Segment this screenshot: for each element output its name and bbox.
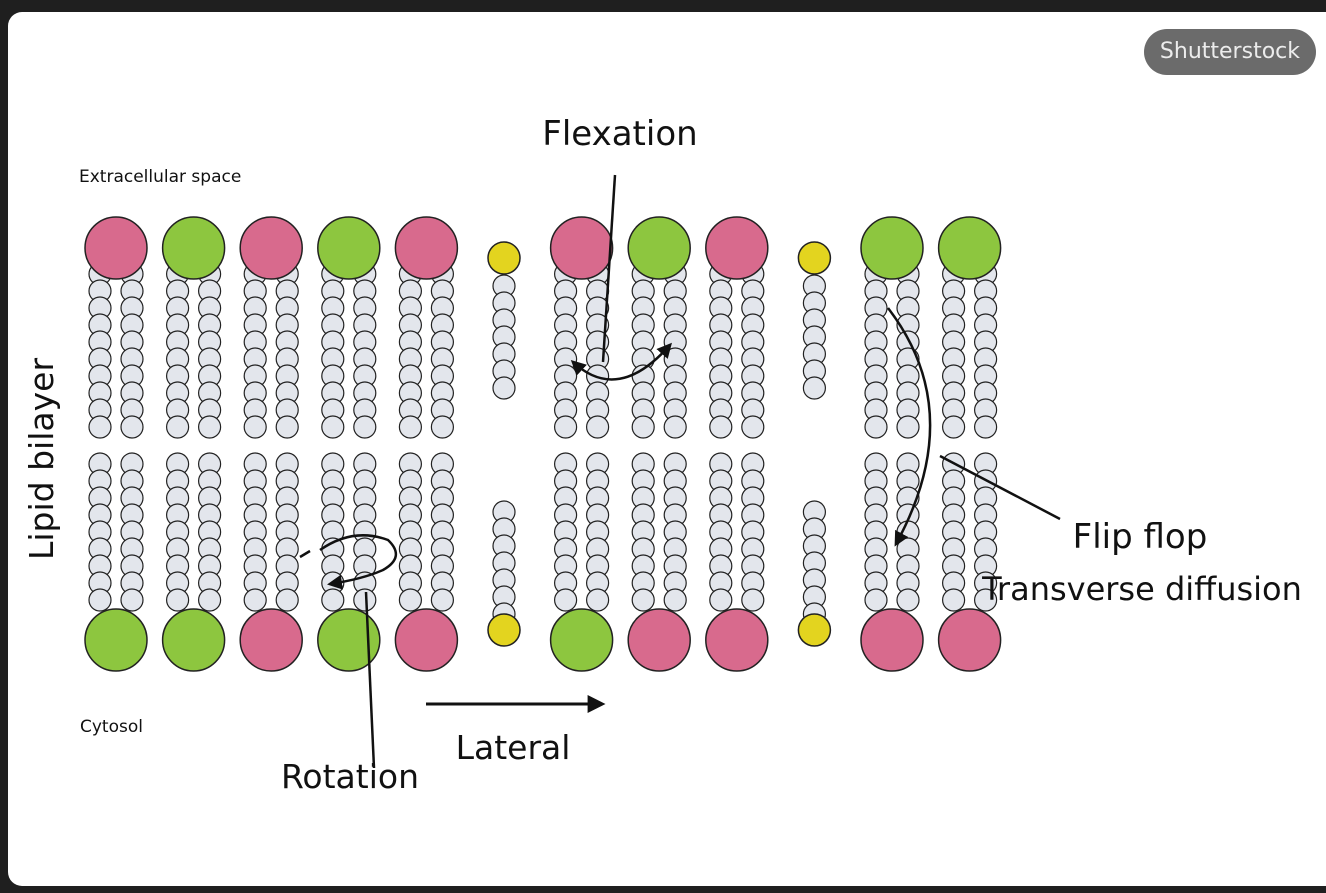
tail-segment <box>631 588 655 612</box>
tail-segment <box>120 415 144 439</box>
lipid-head-green <box>161 216 226 280</box>
rotation-label: Rotation <box>281 757 419 796</box>
lipid-head-pink <box>394 608 459 672</box>
tail-segment <box>321 588 345 612</box>
tail-segment <box>198 588 222 612</box>
tail-segment <box>353 415 377 439</box>
tail-segment <box>275 415 299 439</box>
tail-segment <box>398 415 422 439</box>
tail-segment <box>896 588 920 612</box>
tail-segment <box>492 376 516 400</box>
rotation-pointer-line <box>364 591 376 769</box>
tail-segment <box>243 588 267 612</box>
lipid-head-green <box>860 216 924 280</box>
tail-segment <box>709 415 733 439</box>
tail-segment <box>941 415 966 439</box>
tail-segment <box>709 588 733 612</box>
lipid-head-pink <box>705 216 769 280</box>
rotation-arrow <box>319 534 397 590</box>
lipid-tails <box>88 262 998 626</box>
flexation-pointer-line <box>601 174 617 363</box>
tail-segment <box>864 415 888 439</box>
lipid-head-green <box>627 216 691 280</box>
extracellular-label: Extracellular space <box>79 167 241 187</box>
lipid-head-yellow <box>487 241 521 275</box>
flexation-label: Flexation <box>542 114 697 154</box>
transverse-diffusion-label: Transverse diffusion <box>981 570 1302 608</box>
lipid-bilayer-diagram: Flexation Extracellular space Lipid bila… <box>22 114 1302 796</box>
cytosol-label: Cytosol <box>80 717 143 737</box>
flip-flop-pointer-line <box>939 454 1061 521</box>
lipid-head-pink <box>239 608 303 672</box>
tail-segment <box>741 588 765 612</box>
tail-segment <box>166 415 190 439</box>
tail-segment <box>553 415 578 439</box>
lipid-head-pink <box>549 216 614 280</box>
tail-segment <box>663 415 687 439</box>
lipid-head-green <box>937 216 1002 280</box>
lipid-head-yellow <box>797 613 832 647</box>
lipid-bilayer-label: Lipid bilayer <box>22 358 61 560</box>
lipid-head-pink <box>239 216 303 280</box>
tail-segment <box>631 415 655 439</box>
lipid-head-green <box>317 216 381 280</box>
tail-segment <box>88 415 112 439</box>
tail-segment <box>741 415 765 439</box>
tail-segment <box>802 376 827 400</box>
lipid-heads <box>84 216 1002 672</box>
lipid-head-pink <box>84 216 148 280</box>
tail-segment <box>321 415 345 439</box>
tail-segment <box>973 588 998 612</box>
rotation-arrow-tail <box>299 549 311 559</box>
lipid-head-yellow <box>797 241 832 275</box>
tail-segment <box>941 588 966 612</box>
lipid-head-pink <box>860 608 924 672</box>
tail-segment <box>663 588 687 612</box>
lipid-head-green <box>317 608 381 672</box>
lipid-head-yellow <box>487 613 521 647</box>
tail-segment <box>88 588 112 612</box>
tail-segment <box>553 588 578 612</box>
tail-segment <box>585 588 610 612</box>
lipid-head-pink <box>627 608 691 672</box>
flip-flop-label: Flip flop <box>1073 517 1208 557</box>
tail-segment <box>166 588 190 612</box>
tail-segment <box>398 588 422 612</box>
lateral-label: Lateral <box>456 728 571 767</box>
tail-segment <box>198 415 222 439</box>
tail-segment <box>275 588 299 612</box>
lipid-head-green <box>84 608 148 672</box>
lipid-head-pink <box>705 608 769 672</box>
flip-flop-arrow <box>887 307 932 547</box>
tail-segment <box>120 588 144 612</box>
flexation-arrow <box>570 342 672 381</box>
tail-segment <box>430 588 454 612</box>
lipid-head-pink <box>394 216 459 280</box>
lipid-head-green <box>549 608 614 672</box>
tail-segment <box>430 415 454 439</box>
tail-segment <box>353 588 377 612</box>
lipid-head-green <box>161 608 226 672</box>
tail-segment <box>243 415 267 439</box>
lipid-head-pink <box>937 608 1002 672</box>
shutterstock-watermark: Shutterstock <box>1143 29 1316 75</box>
tail-segment <box>585 415 610 439</box>
image-card: Flexation Extracellular space Lipid bila… <box>8 12 1326 886</box>
tail-segment <box>864 588 888 612</box>
tail-segment <box>896 415 920 439</box>
tail-segment <box>973 415 998 439</box>
